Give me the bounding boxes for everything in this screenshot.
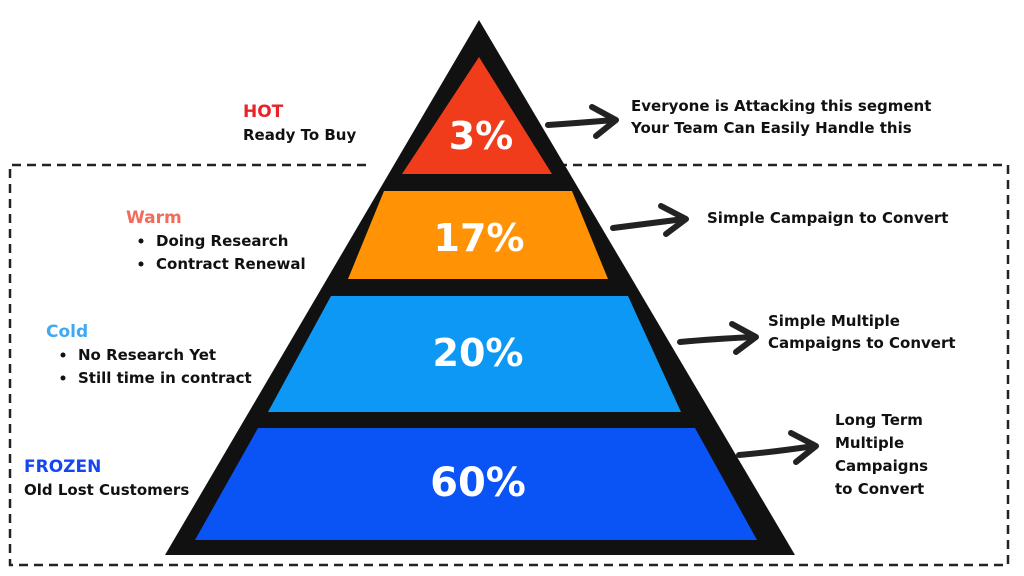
segment-frozen-description: FROZEN Old Lost Customers bbox=[24, 457, 189, 499]
segment-hot-note-line: Your Team Can Easily Handle this bbox=[630, 119, 912, 137]
segment-warm-layer bbox=[348, 191, 608, 279]
segment-hot-description: HOT Ready To Buy bbox=[243, 102, 356, 144]
segment-warm-note-line: Simple Campaign to Convert bbox=[707, 209, 948, 227]
segment-cold-layer bbox=[268, 296, 681, 412]
bullet-dot bbox=[60, 375, 66, 381]
bullet-dot bbox=[60, 352, 66, 358]
segment-warm-line: Contract Renewal bbox=[156, 255, 306, 273]
segment-warm-description: Warm Doing Research Contract Renewal bbox=[126, 208, 306, 273]
segment-hot-name: HOT bbox=[243, 102, 284, 122]
bullet-dot bbox=[138, 238, 144, 244]
segment-cold-note-line: Simple Multiple bbox=[768, 312, 900, 330]
arrow-right-icon bbox=[677, 321, 759, 355]
segment-cold-line: Still time in contract bbox=[78, 369, 252, 387]
segment-cold-note-line: Campaigns to Convert bbox=[768, 334, 956, 352]
segment-hot-layer bbox=[402, 57, 552, 174]
segment-frozen-note-line: Campaigns bbox=[835, 457, 928, 475]
segment-frozen-note-line: Multiple bbox=[835, 434, 904, 452]
segment-frozen-note: Long Term Multiple Campaigns to Convert bbox=[835, 411, 928, 498]
bullet-dot bbox=[138, 261, 144, 267]
segment-frozen-note-line: Long Term bbox=[835, 411, 923, 429]
segment-hot-line: Ready To Buy bbox=[243, 126, 356, 144]
segment-hot-percent: 3% bbox=[449, 114, 514, 158]
segment-cold-percent: 20% bbox=[433, 331, 524, 375]
segment-warm-name: Warm bbox=[126, 208, 182, 228]
segment-warm-percent: 17% bbox=[434, 216, 525, 260]
segment-hot-note: Everyone is Attacking this segment Your … bbox=[630, 97, 931, 137]
segment-cold-description: Cold No Research Yet Still time in contr… bbox=[46, 322, 252, 387]
segment-warm-line: Doing Research bbox=[156, 232, 288, 250]
segment-frozen-note-line: to Convert bbox=[835, 480, 924, 498]
segment-frozen-percent: 60% bbox=[430, 460, 526, 506]
segment-frozen-layer bbox=[195, 428, 757, 540]
segment-cold-line: No Research Yet bbox=[78, 346, 216, 364]
pyramid-outline bbox=[165, 20, 795, 555]
segment-frozen-name: FROZEN bbox=[24, 457, 101, 477]
segment-cold-name: Cold bbox=[46, 322, 88, 342]
arrow-right-icon bbox=[736, 430, 819, 465]
segment-cold-note: Simple Multiple Campaigns to Convert bbox=[768, 312, 956, 352]
arrow-right-icon bbox=[610, 203, 689, 237]
segment-frozen-line: Old Lost Customers bbox=[24, 481, 189, 499]
arrow-right-icon bbox=[545, 104, 619, 139]
segment-warm-note: Simple Campaign to Convert bbox=[707, 209, 948, 227]
segment-hot-note-line: Everyone is Attacking this segment bbox=[631, 97, 931, 115]
